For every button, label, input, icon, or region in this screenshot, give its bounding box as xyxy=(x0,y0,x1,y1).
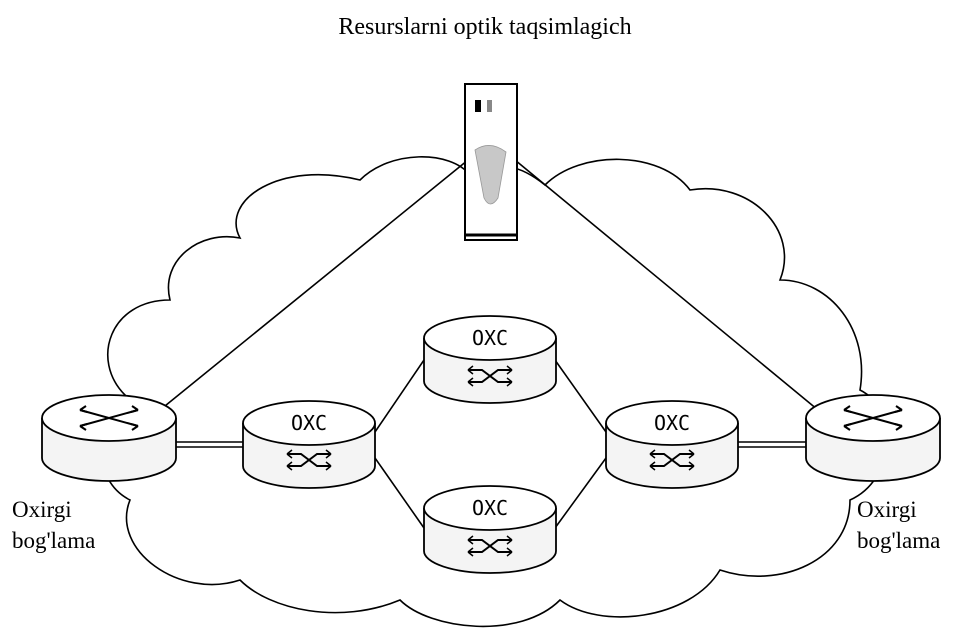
endpoint-left-line1: Oxirgi xyxy=(12,497,72,522)
oxc-node-left: OXC xyxy=(242,400,376,489)
router-icon xyxy=(79,405,139,431)
router-left xyxy=(41,394,177,482)
link-oxc-bottom-oxc-right xyxy=(554,457,607,529)
endpoint-right-line1: Oxirgi xyxy=(857,497,917,522)
oxc-label: OXC xyxy=(472,326,508,350)
oxc-node-top: OXC xyxy=(423,315,557,404)
oxc-node-bottom: OXC xyxy=(423,485,557,574)
router-icon xyxy=(843,405,903,431)
oxc-node-right: OXC xyxy=(605,400,739,489)
endpoint-label-right: Oxirgi bog'lama xyxy=(857,494,940,556)
endpoint-left-line2: bog'lama xyxy=(12,528,96,553)
oxc-label: OXC xyxy=(654,411,690,435)
link-distributor-router-left xyxy=(159,159,469,411)
router-right xyxy=(805,394,941,482)
oxc-label: OXC xyxy=(291,411,327,435)
link-distributor-router-right xyxy=(514,159,819,411)
endpoint-label-left: Oxirgi bog'lama xyxy=(12,494,95,556)
link-oxc-top-oxc-right xyxy=(554,359,607,433)
link-oxc-left-oxc-top xyxy=(374,359,425,433)
link-oxc-left-oxc-bottom xyxy=(374,457,425,529)
endpoint-right-line2: bog'lama xyxy=(857,528,941,553)
oxc-label: OXC xyxy=(472,496,508,520)
diagram-title: Resurslarni optik taqsimlagich xyxy=(338,14,632,40)
optical-distributor-icon xyxy=(464,83,518,241)
links xyxy=(159,159,819,529)
